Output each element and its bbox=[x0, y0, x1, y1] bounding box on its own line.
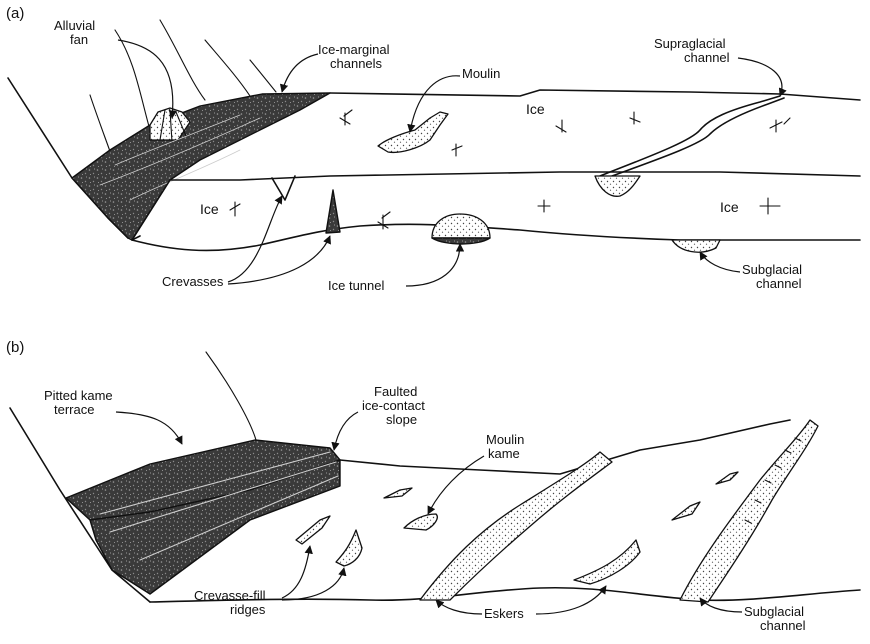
crevasse-fill-ridge bbox=[336, 530, 362, 566]
arrow-moulin-kame bbox=[428, 456, 484, 514]
label-subglacial-b-line1: Subglacial bbox=[744, 604, 804, 619]
ice-surface-front-edge bbox=[170, 172, 860, 180]
panel-a: (a) bbox=[6, 5, 860, 293]
label-ice-tunnel: Ice tunnel bbox=[328, 278, 384, 293]
crevasse-fill-ridge bbox=[716, 472, 738, 484]
hillslope-line bbox=[206, 352, 256, 440]
label-kame-terrace-line1: Pitted kame bbox=[44, 388, 113, 403]
label-subglacial-a-line2: channel bbox=[756, 276, 802, 291]
crevasse-fill-ridge bbox=[672, 502, 700, 520]
supraglacial-channel-cut bbox=[595, 176, 640, 196]
label-ice-left: Ice bbox=[200, 201, 219, 217]
label-ice-marginal-line2: channels bbox=[330, 56, 383, 71]
label-moulin: Moulin bbox=[462, 66, 500, 81]
label-ice-marginal-line1: Ice-marginal bbox=[318, 42, 390, 57]
label-ice-upper: Ice bbox=[526, 101, 545, 117]
hillslope-line bbox=[115, 30, 150, 130]
label-alluvial-fan-line1: Alluvial bbox=[54, 18, 95, 33]
hillslope-line bbox=[205, 40, 250, 96]
arrow-crevasse-fill-2 bbox=[282, 568, 344, 600]
arrow-ice-tunnel bbox=[406, 244, 460, 286]
label-crevasse-fill-line2: ridges bbox=[230, 602, 266, 617]
ice-marginal-sediment-band bbox=[72, 93, 330, 240]
subglacial-channel-a bbox=[672, 240, 720, 252]
arrow-crevasse-fill-1 bbox=[282, 546, 310, 598]
label-eskers: Eskers bbox=[484, 606, 524, 621]
label-faulted-line2: ice-contact bbox=[362, 398, 425, 413]
hillslope-line bbox=[160, 20, 205, 100]
esker-small bbox=[574, 540, 640, 584]
panel-b-letter: (b) bbox=[6, 339, 24, 356]
supraglacial-channel bbox=[612, 98, 784, 176]
panel-a-letter: (a) bbox=[6, 5, 24, 22]
label-moulin-kame-line2: kame bbox=[488, 446, 520, 461]
label-ice-right: Ice bbox=[720, 199, 739, 215]
label-subglacial-a-line1: Subglacial bbox=[742, 262, 802, 277]
esker bbox=[680, 420, 818, 602]
label-faulted-line3: slope bbox=[386, 412, 417, 427]
arrow-ice-marginal bbox=[282, 54, 318, 92]
supraglacial-channel bbox=[600, 96, 780, 176]
label-kame-terrace-line2: terrace bbox=[54, 402, 94, 417]
crevasse bbox=[272, 176, 295, 200]
moulin-kame bbox=[404, 514, 437, 530]
label-supraglacial-line1: Supraglacial bbox=[654, 36, 726, 51]
crevasse-fill-ridge bbox=[384, 488, 412, 498]
label-alluvial-fan-line2: fan bbox=[70, 32, 88, 47]
panel-b: (b) Pitted kame terrace Faulted ice-cont… bbox=[6, 339, 860, 633]
hillslope-line bbox=[250, 60, 276, 92]
label-crevasse-fill-line1: Crevasse-fill bbox=[194, 588, 266, 603]
arrow-kame-terrace bbox=[116, 412, 182, 444]
label-moulin-kame-line1: Moulin bbox=[486, 432, 524, 447]
arrow-eskers-left bbox=[436, 600, 482, 614]
label-faulted-line1: Faulted bbox=[374, 384, 417, 399]
plain-far-edge bbox=[340, 420, 790, 474]
label-subglacial-b-line2: channel bbox=[760, 618, 806, 633]
label-crevasses: Crevasses bbox=[162, 274, 224, 289]
crevasse-fill bbox=[326, 190, 340, 233]
arrow-eskers-right bbox=[536, 586, 606, 614]
ice-crystal-marks bbox=[230, 110, 790, 229]
arrow-subglacial-a bbox=[700, 252, 740, 272]
ice-tunnel-fill bbox=[432, 238, 490, 244]
ice-tunnel bbox=[432, 214, 490, 238]
arrow-crevasse-1 bbox=[228, 196, 282, 282]
arrow-supraglacial bbox=[738, 58, 782, 96]
label-supraglacial-line2: channel bbox=[684, 50, 730, 65]
arrow-crevasse-2 bbox=[228, 236, 330, 284]
crevasse-fill-ridge bbox=[296, 516, 330, 544]
arrow-faulted bbox=[334, 412, 358, 450]
glacier-bed-a bbox=[132, 224, 860, 250]
